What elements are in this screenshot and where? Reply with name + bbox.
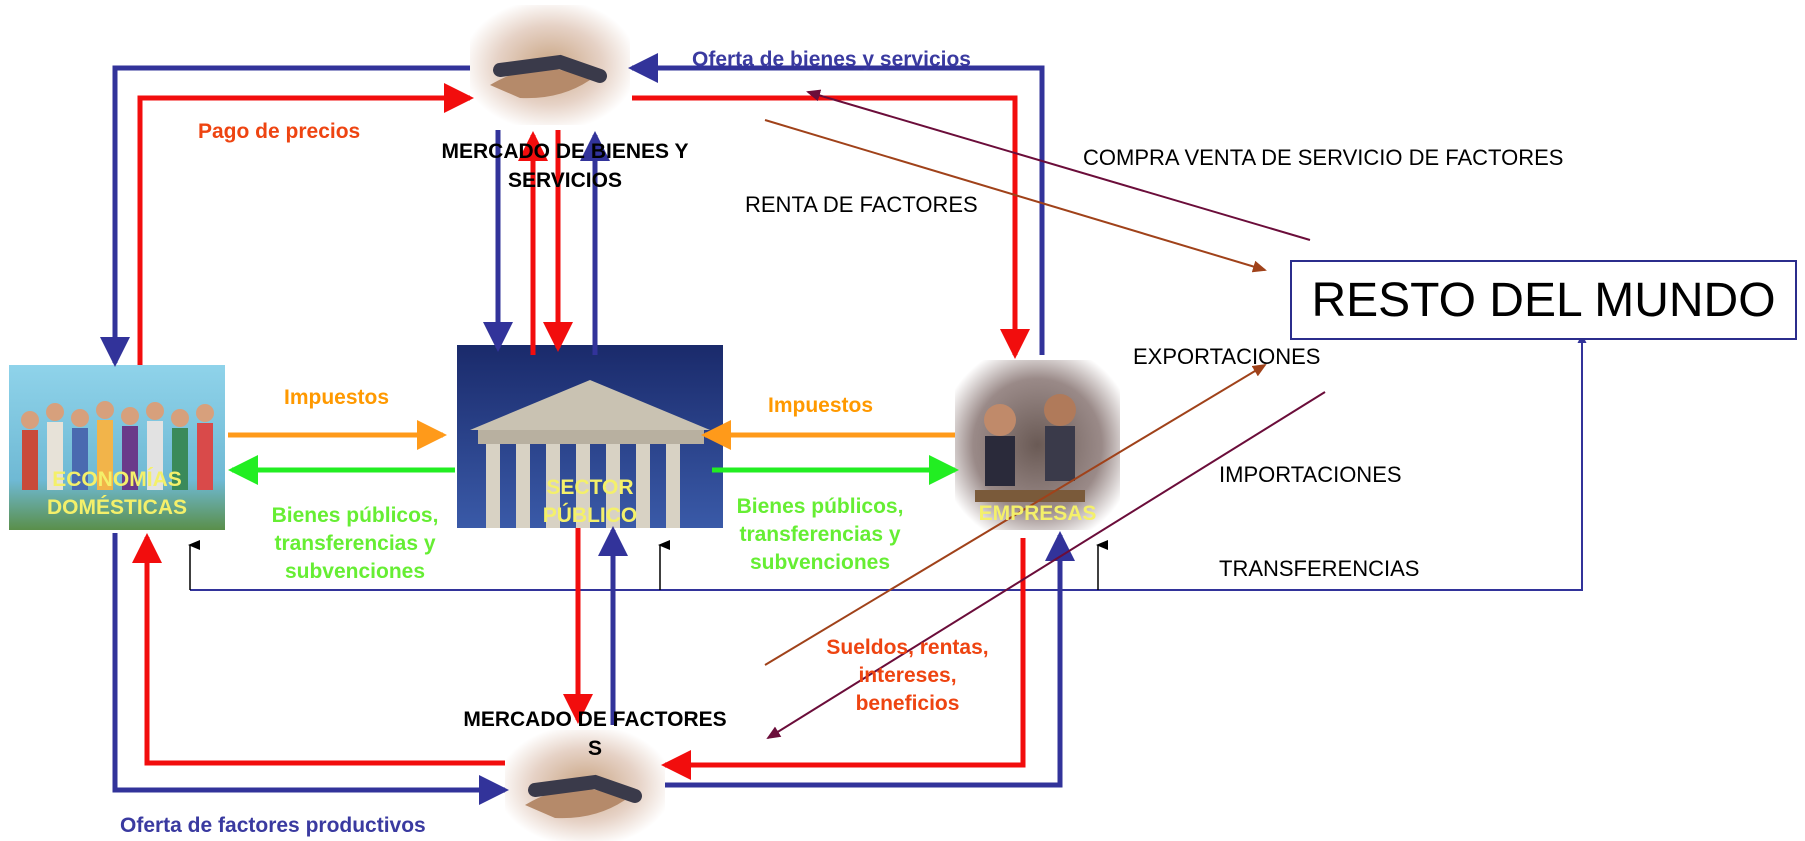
public-goods-left-line3: subvenciones (284, 560, 426, 583)
public-goods-right-line3: subvenciones (749, 551, 891, 574)
households-image (9, 365, 225, 530)
goods-market-label-line2: SERVICIOS (508, 169, 622, 192)
goods-supply-label: Oferta de bienes y servicios (692, 48, 971, 71)
parliament-building-image (457, 345, 723, 528)
wages-label-line1: Sueldos, rentas, (826, 636, 989, 659)
factor-market-label-line2: S (587, 737, 602, 760)
factor-market-label-line1: MERCADO DE FACTORES (463, 708, 727, 731)
factor-supply-label: Oferta de factores productivos (120, 814, 426, 837)
factor-market-label: MERCADO DE FACTORES S (440, 705, 750, 763)
public-sector-label-line2: PÚBLICO (542, 504, 638, 527)
factor-services-trade-label: COMPRA VENTA DE SERVICIO DE FACTORES (1083, 145, 1564, 170)
public-goods-right-line2: transferencias y (739, 523, 901, 546)
public-goods-right-label: Bienes públicos, transferencias y subven… (705, 493, 935, 577)
public-goods-right-line1: Bienes públicos, (736, 495, 904, 518)
transfers-flow (188, 334, 1587, 591)
factor-income-flow (132, 533, 1026, 780)
wages-label-line2: intereses, (858, 664, 957, 687)
public-goods-left-line2: transferencias y (274, 532, 436, 555)
factor-market-handshake-icon (505, 730, 665, 841)
factor-income-label: RENTA DE FACTORES (745, 192, 978, 217)
public-factor-market-flows (563, 526, 628, 725)
goods-supply-flow (100, 53, 1045, 367)
public-goods-market-flows (483, 130, 610, 355)
price-payment-label: Pago de precios (198, 120, 361, 143)
taxes-right-label: Impuestos (768, 394, 874, 417)
public-sector-label: SECTOR PÚBLICO (500, 474, 680, 530)
public-goods-left-line1: Bienes públicos, (271, 504, 439, 527)
goods-market-label-line1: MERCADO DE BIENES Y (441, 140, 689, 163)
households-label: ECONOMÍAS DOMÉSTICAS (46, 468, 187, 519)
wages-label: Sueldos, rentas, intereses, beneficios (800, 634, 1015, 718)
wages-label-line3: beneficios (855, 692, 960, 715)
goods-market-label: MERCADO DE BIENES Y SERVICIOS (420, 137, 710, 195)
firms-label: EMPRESAS (978, 502, 1097, 525)
rest-of-world-flows (764, 89, 1326, 740)
transfers-label: TRANSFERENCIAS (1219, 556, 1420, 581)
taxes-left-label: Impuestos (284, 386, 390, 409)
exports-label: EXPORTACIONES (1133, 344, 1321, 369)
public-goods-left-label: Bienes públicos, transferencias y subven… (225, 502, 485, 586)
public-sector-label-line1: SECTOR (546, 476, 634, 499)
price-payment-flow (137, 83, 1030, 365)
goods-market-handshake-icon (470, 5, 630, 125)
imports-label: IMPORTACIONES (1219, 462, 1402, 487)
rest-of-world-box: RESTO DEL MUNDO (1290, 260, 1797, 340)
rest-of-world-label: RESTO DEL MUNDO (1311, 273, 1776, 327)
factor-supply-flow (112, 531, 1075, 805)
